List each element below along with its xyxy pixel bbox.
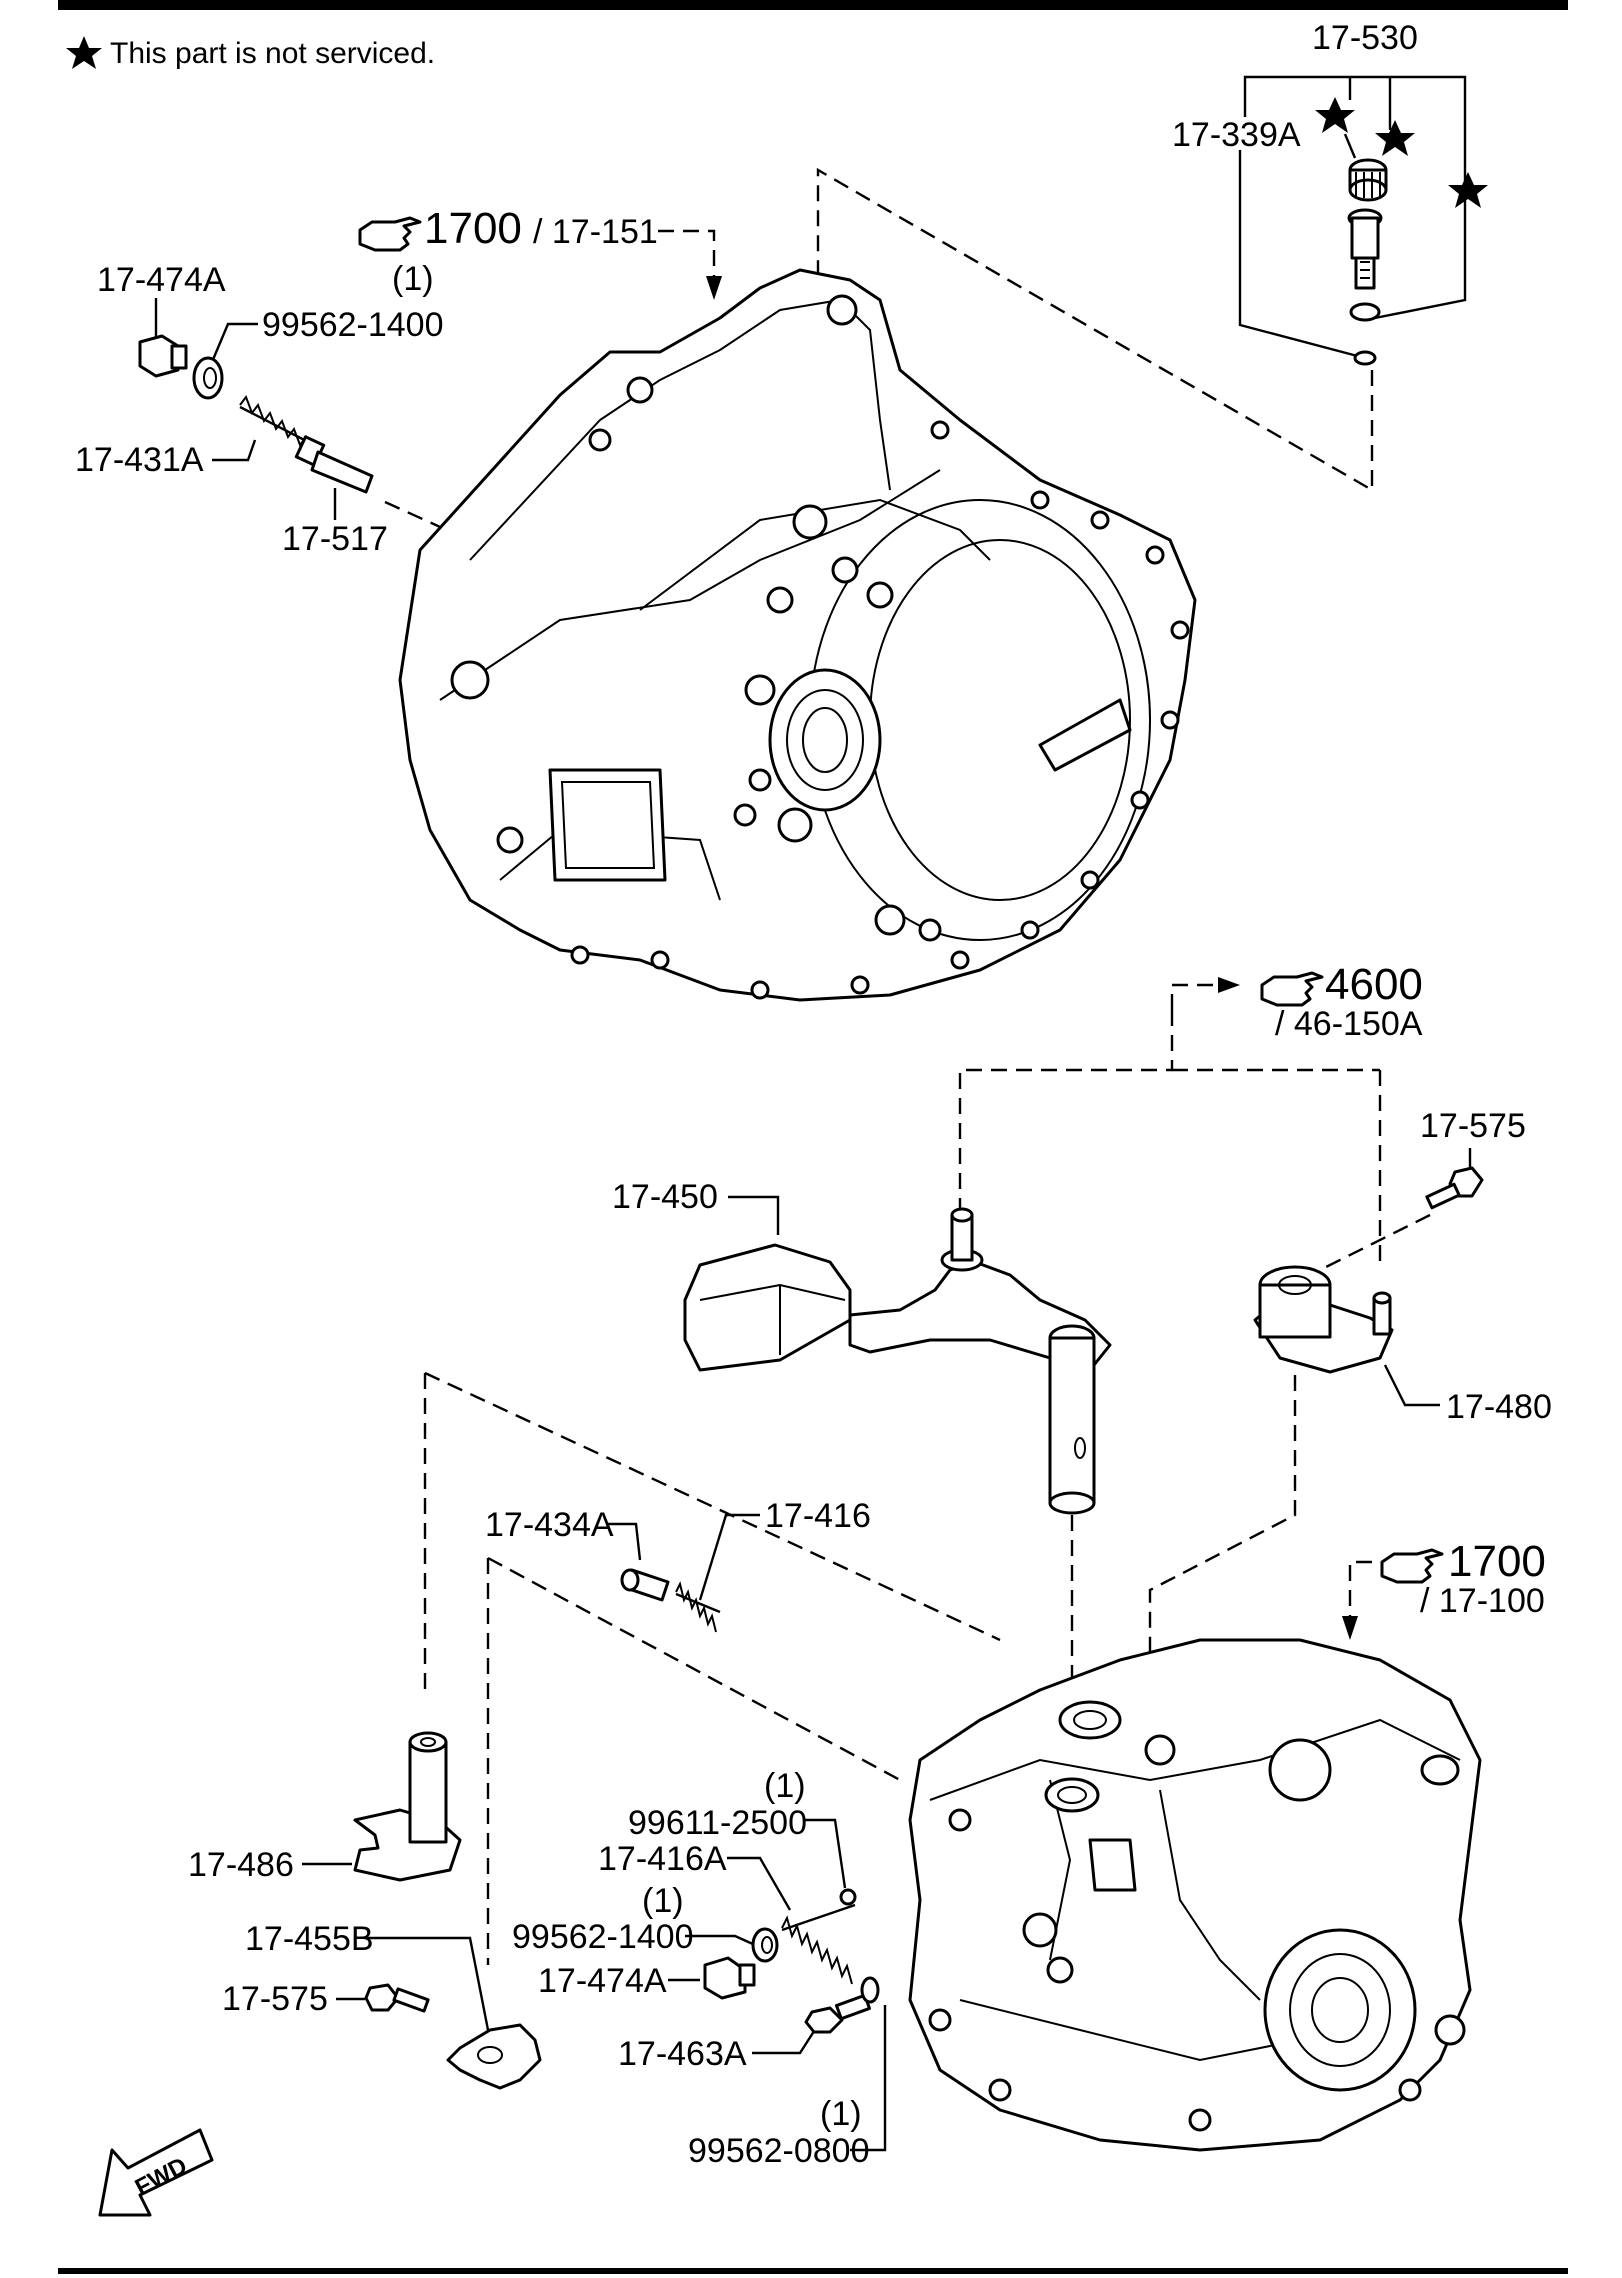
bolt-17-575-right-group: 17-575: [1319, 1107, 1526, 1272]
label-17-517: 17-517: [282, 520, 388, 558]
drain-plug-top: [138, 334, 188, 378]
ref-4600: 4600 / 46-150A: [958, 960, 1423, 1265]
bolt-17-463A: [804, 1993, 871, 2034]
label-17-530: 17-530: [1312, 19, 1418, 57]
speedometer-driven-shaft: [1347, 208, 1383, 290]
lower-left-parts: (1) 99611-2500 17-416A (1) 99562-1400 17…: [188, 1731, 887, 2170]
star-icon: [1315, 97, 1355, 133]
label-17-474A-bot: 17-474A: [538, 1962, 667, 2000]
lever-17-480: [1253, 1265, 1394, 1374]
ref-1700-bottom: 1700 / 17-100: [1342, 1537, 1546, 1640]
label-17-416: 17-416: [765, 1497, 871, 1535]
label-17-450: 17-450: [612, 1178, 718, 1216]
label-17-575-left: 17-575: [222, 1980, 328, 2018]
label-17-431A: 17-431A: [75, 441, 204, 479]
label-17-339A: 17-339A: [1172, 116, 1301, 154]
label-17-480: 17-480: [1446, 1388, 1552, 1426]
bolt-17-575-right: [1425, 1166, 1484, 1210]
star-icon: [1375, 120, 1415, 156]
ball-99611-2500: [839, 1888, 857, 1906]
label-qty-99611-2500: (1): [764, 1767, 806, 1805]
gasket-bot: [751, 1927, 779, 1963]
label-qty-99562-1400-bot: (1): [642, 1882, 684, 1920]
star-icon: [1448, 172, 1488, 208]
lever-17-486: [353, 1731, 462, 1882]
o-ring-lower: [1353, 350, 1377, 366]
part-17-530-group: 17-530 17-339A: [1172, 19, 1488, 366]
ref-4600-number: 4600: [1325, 960, 1423, 1009]
label-17-463A: 17-463A: [618, 2035, 747, 2073]
washer-99562-0800: [860, 1976, 880, 2004]
clutch-housing-17-151: [398, 268, 1197, 1002]
label-17-434A: 17-434A: [485, 1506, 614, 1544]
drain-plug-bot: [703, 1956, 756, 2000]
pointing-hand-icon: [1260, 971, 1324, 1007]
speedometer-gear: [1348, 158, 1388, 202]
bolt-17-575-left: [364, 1983, 430, 2013]
legend-note: This part is not serviced.: [66, 36, 435, 70]
label-99562-1400-bot: 99562-1400: [512, 1918, 694, 1956]
transmission-case-17-100: [908, 1638, 1482, 2152]
drain-plug-group-top: 17-474A (1) 99562-1400 17-431A 17-517: [75, 260, 481, 558]
label-qty-99562-1400-top: (1): [392, 260, 434, 298]
legend-text: This part is not serviced.: [110, 37, 435, 70]
o-ring-upper: [1349, 302, 1381, 322]
plunger-17-434A: [620, 1568, 670, 1602]
ref-1700-top: 1700 / 17-151: [358, 204, 722, 300]
case-bolt-bosses: [450, 294, 1190, 1000]
label-99562-1400-top: 99562-1400: [262, 306, 444, 344]
gasket-top: [192, 356, 224, 400]
interlock-group: 17-434A 17-416: [423, 1371, 1001, 1965]
label-17-575-right: 17-575: [1420, 1107, 1526, 1145]
ref-1700-bottom-number: 1700: [1448, 1537, 1546, 1586]
spring-17-416A: [781, 1903, 856, 1985]
label-17-416A: 17-416A: [598, 1840, 727, 1878]
bottom-border-bar: [58, 2268, 1568, 2274]
label-qty-99562-0800: (1): [820, 2095, 862, 2133]
label-17-474A-top: 17-474A: [97, 261, 226, 299]
label-17-455B: 17-455B: [245, 1920, 374, 1958]
ref-1700-top-sub: / 17-151: [533, 213, 658, 251]
star-icon: [66, 36, 102, 69]
fwd-arrow-icon: FWD: [98, 2128, 214, 2217]
ref-4600-sub: / 46-150A: [1275, 1005, 1423, 1043]
shift-lever-17-450-group: 17-450: [612, 1178, 1112, 1715]
ref-1700-bottom-sub: / 17-100: [1420, 1582, 1545, 1620]
pin-17-517: [294, 435, 374, 494]
ref-1700-top-number: 1700: [424, 204, 522, 253]
top-border-bar: [58, 0, 1568, 10]
pointing-hand-icon: [358, 216, 422, 252]
label-99611-2500: 99611-2500: [628, 1804, 807, 1842]
shift-lever-17-450: [683, 1207, 1112, 1515]
label-99562-0800: 99562-0800: [688, 2132, 870, 2170]
label-17-486: 17-486: [188, 1846, 294, 1884]
lever-17-455B: [446, 2023, 542, 2090]
spring-17-416: [675, 1581, 721, 1633]
pointing-hand-icon: [1380, 1548, 1444, 1584]
lever-17-480-group: 17-480: [1148, 1265, 1552, 1700]
